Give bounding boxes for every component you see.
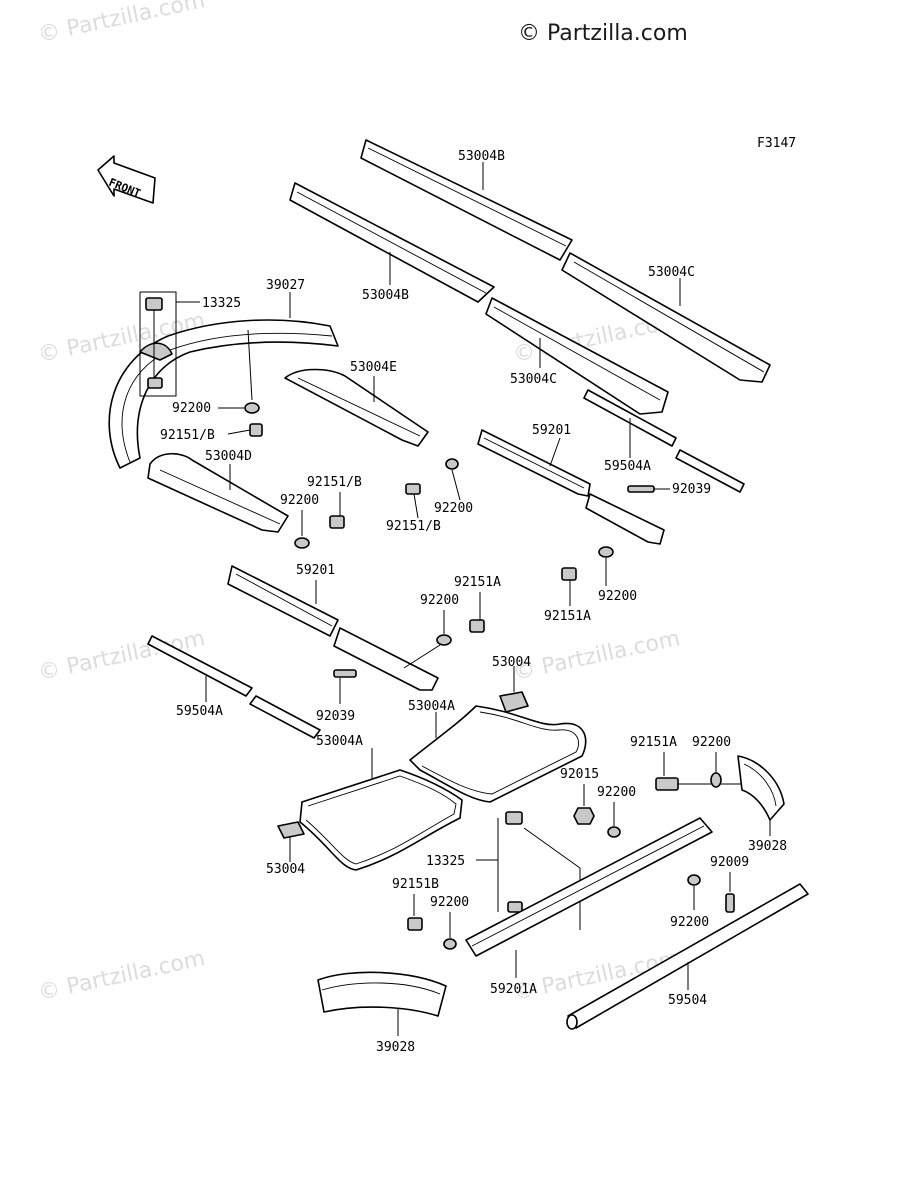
front-arrow-icon: FRONT [97, 155, 156, 204]
part-53004-pad[interactable] [499, 691, 529, 713]
leader-line [523, 827, 581, 869]
label-92151B-a[interactable]: 92151/B [160, 428, 215, 443]
watermark-main: © Partzilla.com [518, 21, 688, 46]
washer-icon[interactable] [445, 458, 459, 470]
washer-icon[interactable] [607, 826, 621, 838]
label-92200-c[interactable]: 92200 [280, 493, 319, 508]
label-59201A[interactable]: 59201A [490, 982, 537, 997]
figure-code: F3147 [757, 136, 796, 151]
label-59201-top[interactable]: 59201 [532, 423, 571, 438]
bolt-icon[interactable] [405, 483, 421, 495]
bracket [139, 291, 177, 397]
label-92009[interactable]: 92009 [710, 855, 749, 870]
label-13325-low[interactable]: 13325 [426, 854, 465, 869]
label-92151A-a[interactable]: 92151A [544, 609, 591, 624]
watermark-faint: © Partzilla.com [36, 0, 207, 48]
label-92151B-c[interactable]: 92151/B [307, 475, 362, 490]
label-39027[interactable]: 39027 [266, 278, 305, 293]
bolt-icon[interactable] [469, 619, 485, 633]
label-92039-right[interactable]: 92039 [672, 482, 711, 497]
label-13325-top[interactable]: 13325 [202, 296, 241, 311]
label-92200-h[interactable]: 92200 [670, 915, 709, 930]
part-53004D-mat[interactable] [147, 452, 289, 533]
bolt-icon[interactable] [561, 567, 577, 581]
part-53004E-mat[interactable] [284, 368, 429, 447]
washer-icon[interactable] [710, 772, 722, 788]
leader-line [451, 469, 461, 501]
bolt-icon[interactable] [655, 777, 679, 791]
leader-line [403, 644, 441, 669]
part-59201-rail-lower[interactable] [227, 565, 439, 691]
label-53004-top[interactable]: 53004 [492, 655, 531, 670]
nut-icon[interactable] [573, 807, 595, 825]
label-92200-a[interactable]: 92200 [172, 401, 211, 416]
bolt-icon[interactable] [407, 917, 423, 931]
part-59504-rail[interactable] [566, 883, 809, 1030]
part-59201A-rail[interactable] [465, 817, 713, 957]
label-59504A-top[interactable]: 59504A [604, 459, 651, 474]
washer-icon[interactable] [598, 546, 614, 558]
washer-icon[interactable] [443, 938, 457, 950]
part-53004A-upper-mat[interactable] [409, 705, 587, 803]
leader-line [247, 329, 253, 401]
part-53004B-lower-mat[interactable] [289, 182, 495, 303]
label-39028-low[interactable]: 39028 [376, 1040, 415, 1055]
label-92039-low[interactable]: 92039 [316, 709, 355, 724]
label-59201-mid[interactable]: 59201 [296, 563, 335, 578]
label-92151B-d[interactable]: 92151B [392, 877, 439, 892]
label-92151A-c[interactable]: 92151A [630, 735, 677, 750]
label-92200-b[interactable]: 92200 [434, 501, 473, 516]
label-53004D[interactable]: 53004D [205, 449, 252, 464]
label-53004A-top[interactable]: 53004A [408, 699, 455, 714]
rivet-icon[interactable] [333, 669, 357, 678]
label-59504[interactable]: 59504 [668, 993, 707, 1008]
part-59504A-rail-lower[interactable] [147, 635, 321, 739]
part-53004C-lower-mat[interactable] [485, 297, 669, 415]
washer-icon[interactable] [244, 402, 260, 414]
label-92200-f[interactable]: 92200 [692, 735, 731, 750]
part-59201-rail-upper[interactable] [477, 429, 665, 545]
label-53004-low[interactable]: 53004 [266, 862, 305, 877]
part-39027-curved-rail[interactable] [108, 319, 339, 469]
part-13325-clip-upper[interactable] [145, 297, 163, 389]
part-53004B-upper-mat[interactable] [360, 139, 573, 261]
washer-icon[interactable] [436, 634, 452, 646]
washer-icon[interactable] [294, 537, 310, 549]
part-53004-pad[interactable] [277, 821, 305, 839]
watermark-faint: © Partzilla.com [36, 946, 207, 1006]
label-92151A-b[interactable]: 92151A [454, 575, 501, 590]
part-13325-clip-lower[interactable] [505, 811, 523, 825]
washer-icon[interactable] [687, 874, 701, 886]
label-53004B-top[interactable]: 53004B [458, 149, 505, 164]
screw-icon[interactable] [725, 893, 735, 913]
label-92200-d[interactable]: 92200 [598, 589, 637, 604]
bolt-icon[interactable] [329, 515, 345, 529]
part-53004C-upper-mat[interactable] [561, 252, 771, 383]
label-92200-g[interactable]: 92200 [597, 785, 636, 800]
label-53004A-low[interactable]: 53004A [316, 734, 363, 749]
part-39028-bumper-low[interactable] [317, 971, 447, 1017]
rivet-icon[interactable] [627, 485, 655, 493]
bolt-icon[interactable] [249, 423, 263, 437]
label-92200-i[interactable]: 92200 [430, 895, 469, 910]
label-53004C-low[interactable]: 53004C [510, 372, 557, 387]
part-53004A-lower-mat[interactable] [299, 769, 463, 871]
part-13325-clip-lower[interactable] [507, 901, 523, 913]
label-92015[interactable]: 92015 [560, 767, 599, 782]
label-59504A-low[interactable]: 59504A [176, 704, 223, 719]
part-39028-bumper-right[interactable] [737, 755, 785, 821]
label-39028-right[interactable]: 39028 [748, 839, 787, 854]
watermark-faint: © Partzilla.com [511, 626, 682, 686]
label-92151B-b[interactable]: 92151/B [386, 519, 441, 534]
leader-line [227, 429, 251, 435]
leader-line [549, 437, 561, 467]
label-53004B-low[interactable]: 53004B [362, 288, 409, 303]
label-53004C-top[interactable]: 53004C [648, 265, 695, 280]
label-92200-e[interactable]: 92200 [420, 593, 459, 608]
label-53004E[interactable]: 53004E [350, 360, 397, 375]
leader-line [413, 493, 419, 519]
